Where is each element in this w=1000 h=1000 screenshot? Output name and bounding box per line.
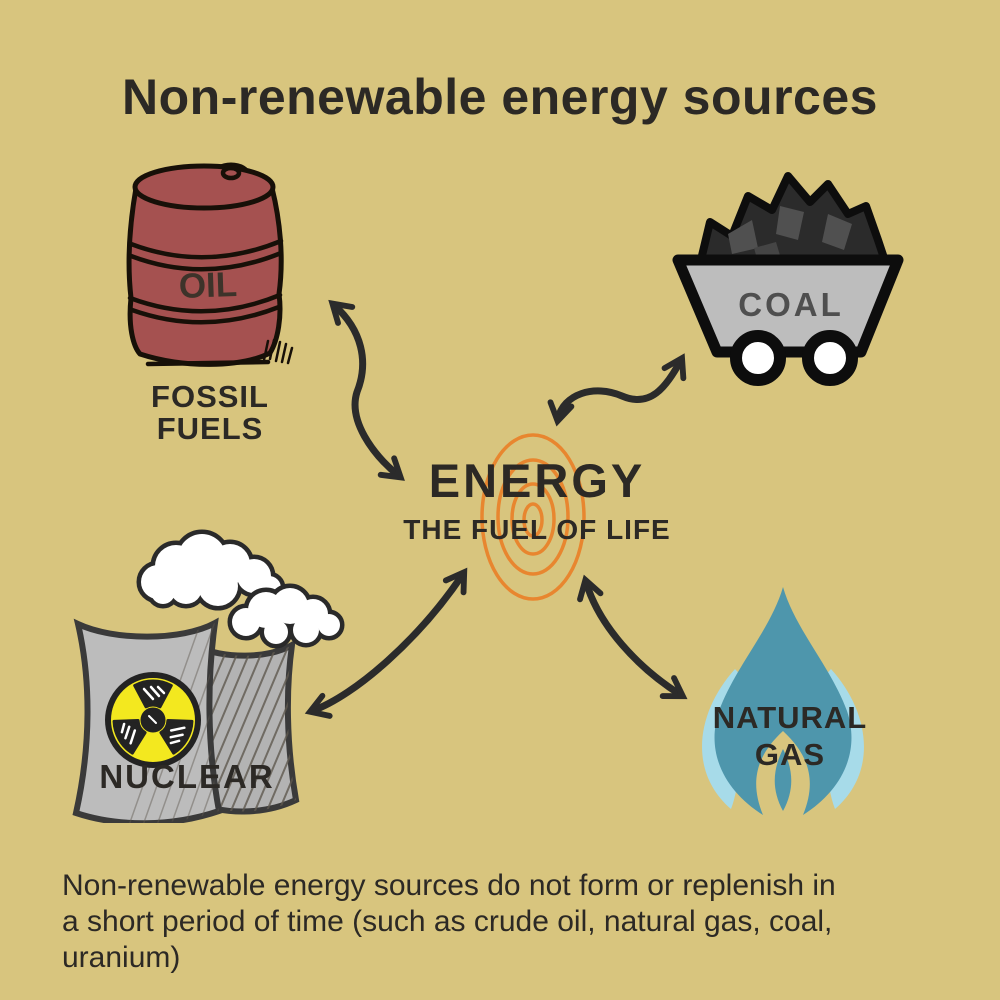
- footer-description: Non-renewable energy sources do not form…: [62, 869, 836, 974]
- nuclear-plant-icon: [72, 529, 345, 823]
- coal-label: COAL: [738, 286, 844, 323]
- oil-barrel-text: OIL: [178, 264, 238, 307]
- radiation-icon: [105, 672, 201, 768]
- energy-center: ENERGY THE FUEL OF LIFE: [337, 453, 737, 546]
- node-coal: [672, 162, 904, 390]
- arrow-gas-center: [577, 574, 688, 700]
- node-nuclear: [68, 528, 353, 823]
- node-natural-gas: [683, 583, 883, 828]
- nuclear-label: NUCLEAR: [99, 758, 275, 795]
- page-title: Non-renewable energy sources: [122, 69, 878, 125]
- steam-clouds-icon: [136, 529, 345, 649]
- energy-subheading: THE FUEL OF LIFE: [403, 514, 671, 545]
- arrow-fossil-center: [328, 299, 405, 481]
- oil-barrel-icon: [126, 162, 294, 367]
- natural-gas-label: NATURAL GAS: [712, 700, 868, 772]
- fossil-fuels-label: FOSSIL FUELS: [151, 379, 269, 446]
- arrow-coal-center: [547, 353, 687, 427]
- gas-flame-icon: [702, 587, 864, 815]
- energy-heading: ENERGY: [428, 454, 646, 507]
- coal-cart-icon: [672, 172, 904, 386]
- node-fossil-fuels: [118, 158, 298, 370]
